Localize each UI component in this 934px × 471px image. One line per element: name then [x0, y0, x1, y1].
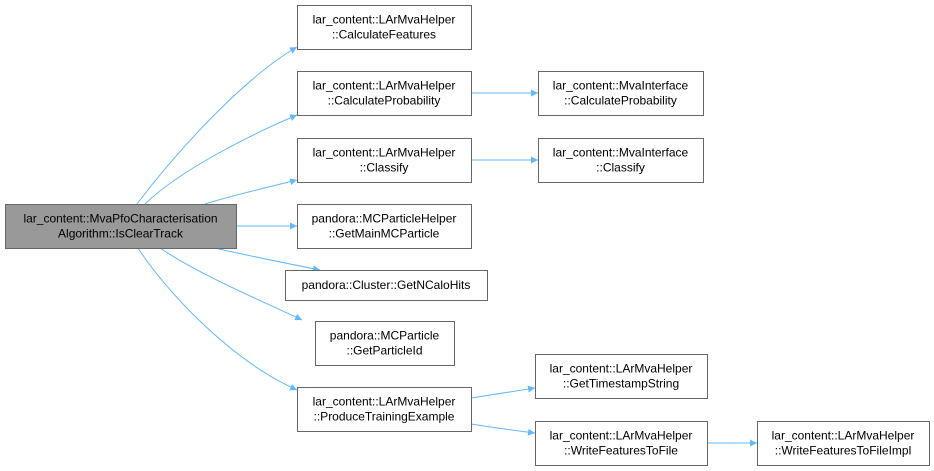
edge-produce-training-to-get-timestamp [470, 385, 536, 399]
node-produce-training[interactable]: lar_content::LArMvaHelper::ProduceTraini… [297, 387, 472, 432]
node-box [315, 321, 455, 366]
node-label-line: lar_content::MvaInterface [553, 146, 689, 160]
node-label-line: ::CalculateFeatures [332, 28, 436, 42]
node-calc-prob[interactable]: lar_content::LArMvaHelper::CalculateProb… [297, 71, 472, 116]
node-label-line: ::GetParticleId [346, 344, 422, 358]
edge-produce-training-to-write-features [470, 423, 536, 436]
node-write-features[interactable]: lar_content::LArMvaHelper::WriteFeatures… [535, 421, 708, 466]
node-label-line: lar_content::MvaPfoCharacterisation [23, 212, 217, 226]
node-label-line: ::GetMainMCParticle [329, 227, 440, 241]
node-box [297, 387, 472, 432]
node-calc-features[interactable]: lar_content::LArMvaHelper::CalculateFeat… [297, 5, 472, 50]
node-box [297, 204, 472, 249]
node-box [297, 71, 472, 116]
node-label-line: pandora::MCParticle [330, 329, 440, 343]
node-get-timestamp[interactable]: lar_content::LArMvaHelper::GetTimestampS… [535, 354, 708, 399]
node-label-line: lar_content::LArMvaHelper [313, 13, 456, 27]
node-box [5, 204, 237, 249]
node-label-line: lar_content::MvaInterface [553, 79, 689, 93]
node-label-line: lar_content::LArMvaHelper [772, 429, 915, 443]
node-label-line: lar_content::LArMvaHelper [550, 429, 693, 443]
node-box [297, 138, 472, 183]
edge-root-to-get-ncalohits [214, 247, 321, 273]
node-box [285, 270, 488, 301]
node-label-line: lar_content::LArMvaHelper [550, 362, 693, 376]
node-label-line: ::GetTimestampString [563, 377, 679, 391]
node-label-line: ::Classify [596, 161, 645, 175]
node-label-line: ::WriteFeaturesToFile [564, 444, 678, 458]
node-label-line: ::WriteFeaturesToFileImpl [775, 444, 911, 458]
edge-root-to-produce-training [137, 247, 298, 391]
node-get-main-mcp[interactable]: pandora::MCParticleHelper::GetMainMCPart… [297, 204, 472, 249]
node-label-line: ::CalculateProbability [564, 94, 677, 108]
node-classify[interactable]: lar_content::LArMvaHelper::Classify [297, 138, 472, 183]
node-mva-calc-prob[interactable]: lar_content::MvaInterface::CalculateProb… [538, 71, 704, 116]
node-box [538, 71, 704, 116]
node-label-line: lar_content::LArMvaHelper [313, 146, 456, 160]
node-label-line: lar_content::LArMvaHelper [313, 79, 456, 93]
node-label-line: lar_content::LArMvaHelper [313, 395, 456, 409]
node-label-line: pandora::Cluster::GetNCaloHits [302, 278, 471, 292]
node-label-line: Algorithm::IsClearTrack [58, 227, 184, 241]
node-label-line: pandora::MCParticleHelper [312, 212, 457, 226]
node-mva-classify[interactable]: lar_content::MvaInterface::Classify [538, 138, 704, 183]
node-box [538, 138, 704, 183]
edges-layer [136, 46, 757, 447]
node-box [297, 5, 472, 50]
nodes-layer: lar_content::MvaPfoCharacterisationAlgor… [5, 5, 930, 466]
edge-root-to-classify [204, 178, 298, 205]
node-box [757, 421, 930, 466]
node-label-line: ::CalculateProbability [328, 94, 441, 108]
node-get-particle-id[interactable]: pandora::MCParticle::GetParticleId [315, 321, 455, 366]
node-label-line: ::Classify [360, 161, 409, 175]
node-box [535, 354, 708, 399]
node-get-ncalohits[interactable]: pandora::Cluster::GetNCaloHits [285, 270, 488, 301]
node-root[interactable]: lar_content::MvaPfoCharacterisationAlgor… [5, 204, 237, 249]
edge-root-to-calc-prob [144, 114, 298, 205]
node-box [535, 421, 708, 466]
edge-root-to-calc-features [136, 46, 298, 205]
node-write-features-impl[interactable]: lar_content::LArMvaHelper::WriteFeatures… [757, 421, 930, 466]
edge-root-to-get-particle-id [159, 247, 303, 321]
node-label-line: ::ProduceTrainingExample [314, 410, 455, 424]
